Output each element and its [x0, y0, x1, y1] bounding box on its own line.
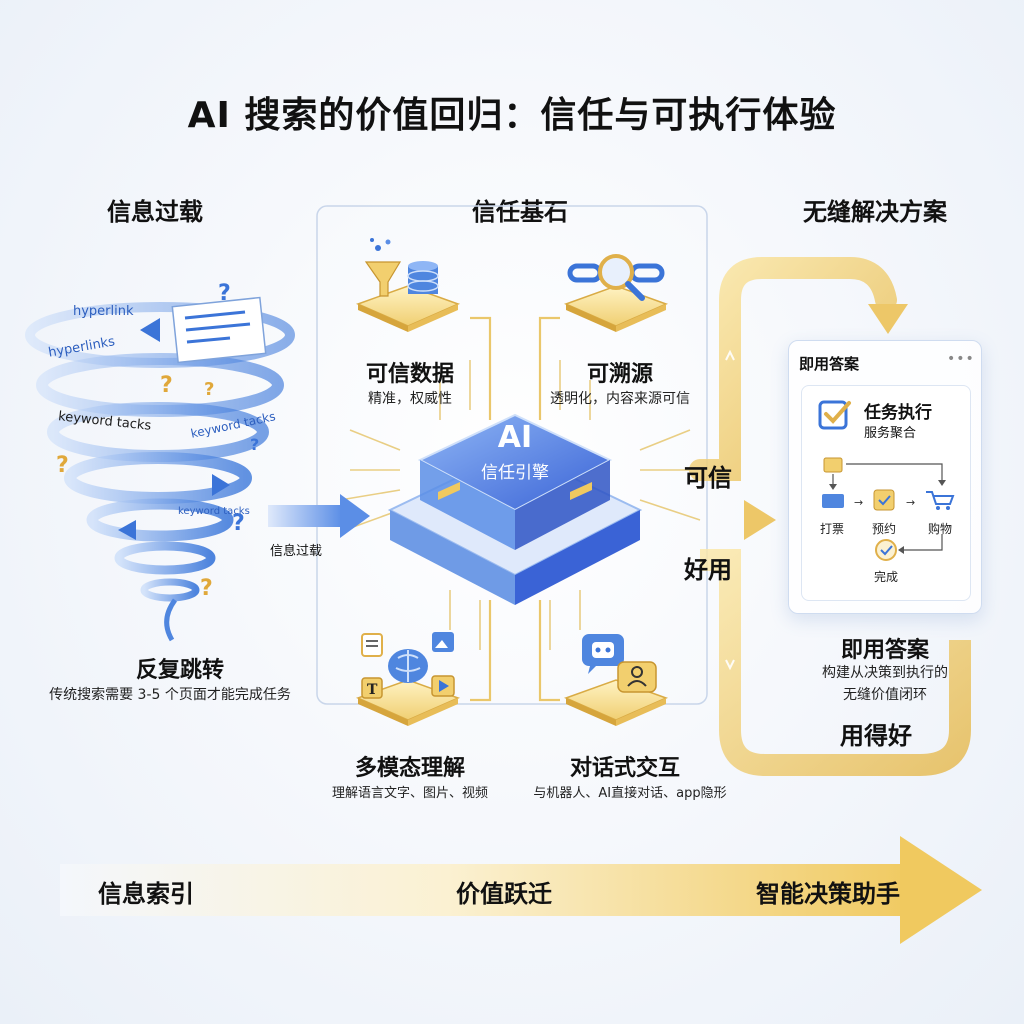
- step-label: 打票: [819, 522, 844, 536]
- multimodal-tile: T: [348, 626, 468, 730]
- page-title: AI 搜索的价值回归：信任与可执行体验: [187, 95, 837, 136]
- card-desc: 理解语言文字、图片、视频: [331, 786, 488, 801]
- left-caption: 反复跳转: [135, 658, 224, 683]
- card-desc: 透明化，内容来源可信: [550, 391, 690, 407]
- checkbox-icon: [818, 400, 851, 430]
- ai-trust-engine-chip: AI 信任引擎: [380, 400, 650, 610]
- card-name: 对话式交互: [569, 756, 680, 781]
- svg-text:?: ?: [160, 373, 173, 398]
- cart-icon: [926, 491, 955, 505]
- tornado-swirl: [25, 302, 295, 642]
- calendar-icon: [873, 489, 895, 511]
- task-title: 任务执行: [864, 403, 932, 423]
- card-desc: 精准，权威性: [368, 391, 452, 407]
- done-label: 完成: [873, 570, 898, 584]
- card-name: 可信数据: [365, 362, 454, 387]
- conversational-tile: [556, 626, 676, 730]
- svg-text:?: ?: [200, 576, 213, 601]
- right-heading: 无缝解决方案: [803, 198, 947, 226]
- gold-flow-arrows: [640, 257, 971, 776]
- bottom-middle-label: 价值跃迁: [456, 880, 552, 908]
- svg-text:?: ?: [204, 379, 214, 400]
- bottom-start-label: 信息索引: [98, 880, 194, 908]
- right-subcaption-1: 构建从决策到执行的: [822, 665, 948, 681]
- task-flow-graphic: → →: [822, 457, 955, 561]
- funnel-database-icon: [355, 238, 461, 332]
- task-subtitle: 服务聚合: [864, 426, 917, 441]
- center-heading: 信任基石: [472, 198, 568, 226]
- chain-magnifier-icon: [563, 254, 669, 332]
- right-subcaption-2: 无缝价值闭环: [843, 687, 927, 703]
- step-label: 购物: [927, 522, 952, 536]
- traceable-tile: [556, 236, 676, 336]
- card-name: 多模态理解: [354, 756, 465, 781]
- tornado-word: keyword tacks: [178, 506, 250, 517]
- svg-text:T: T: [367, 682, 378, 698]
- left-heading: 信息过载: [107, 198, 203, 226]
- center-panel-frame: [316, 205, 708, 705]
- useful-label: 好用: [684, 556, 732, 584]
- task-card: 任务执行 服务聚合 → → 打票 预约 购物 完成: [801, 385, 971, 601]
- question-marks: ? ? ? ? ? ? ?: [56, 281, 259, 601]
- svg-text:?: ?: [232, 511, 245, 536]
- right-caption: 即用答案: [840, 638, 929, 663]
- svg-text:?: ?: [218, 281, 231, 306]
- panel-title: 即用答案: [799, 355, 860, 373]
- use-well-label: 用得好: [840, 722, 912, 750]
- arrow-label: 信息过载: [270, 544, 323, 559]
- card-name: 可溯源: [586, 362, 653, 387]
- more-icon: •••: [947, 351, 975, 367]
- document-pages: [171, 296, 267, 364]
- card-desc: 与机器人、AI直接对话、app隐形: [533, 786, 727, 801]
- ready-answer-panel: 即用答案 ••• 任务执行 服务聚合 → → 打票 预约 购物 完成: [788, 340, 982, 614]
- svg-text:→: →: [854, 496, 863, 509]
- chatbot-icon: [563, 634, 669, 726]
- svg-text:?: ?: [56, 453, 69, 478]
- bottom-end-label: 智能决策助手: [756, 880, 900, 908]
- trust-label: 可信: [684, 464, 732, 492]
- left-subcaption: 传统搜索需要 3-5 个页面才能完成任务: [49, 687, 291, 703]
- bottom-progress-arrow: [60, 836, 982, 944]
- ticket-icon: [822, 494, 844, 508]
- brain-media-icon: T: [355, 632, 461, 726]
- trusted-data-tile: [348, 236, 468, 336]
- tornado-word: hyperlink: [73, 304, 134, 319]
- check-circle-icon: [875, 539, 897, 561]
- svg-text:?: ?: [250, 435, 259, 454]
- svg-text:→: →: [906, 496, 915, 509]
- chip-title: AI: [497, 420, 533, 455]
- step-label: 预约: [871, 522, 896, 536]
- info-overload-arrow: [268, 494, 370, 538]
- chip-subtitle: 信任引擎: [481, 463, 549, 483]
